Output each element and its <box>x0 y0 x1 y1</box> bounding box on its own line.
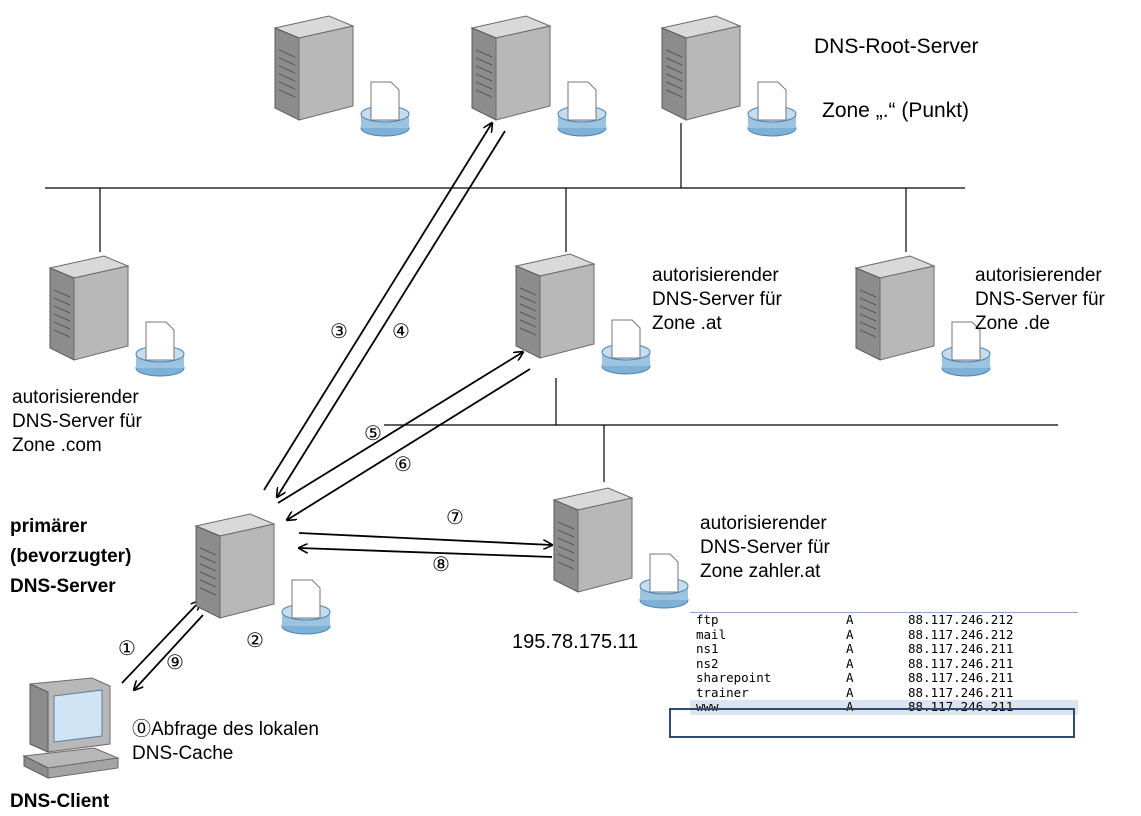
server-with-database-icon <box>552 487 689 609</box>
arrow-step-4 <box>277 130 506 497</box>
dns-record-row: trainer A 88.117.246.211 <box>690 684 1078 701</box>
at-server-label: autorisierender DNS-Server für Zone .at <box>652 265 782 334</box>
record-name: ns1 <box>696 641 719 656</box>
record-ip: 88.117.246.211 <box>908 655 1014 671</box>
step-7-marker: ⑦ <box>446 505 464 529</box>
step-3-marker: ③ <box>330 319 348 343</box>
dns-record-row: ftp A 88.117.246.212 <box>690 612 1078 628</box>
com-server-label: autorisierender DNS-Server für Zone .com <box>12 387 142 456</box>
server-with-database-icon <box>48 255 185 377</box>
server-with-database-icon <box>273 15 410 137</box>
dns-records-table: ftp A 88.117.246.212 mail A 88.117.246.2… <box>690 612 1078 715</box>
step-8-marker: ⑧ <box>432 552 450 576</box>
com-server <box>40 250 190 385</box>
root-server-3 <box>652 10 802 145</box>
record-type: A <box>846 612 854 627</box>
zahler-server-label: autorisierender DNS-Server für Zone zahl… <box>700 513 830 582</box>
arrow-step-5 <box>277 352 523 504</box>
dns-record-row: sharepoint A 88.117.246.211 <box>690 670 1078 686</box>
record-type: A <box>846 641 854 656</box>
record-ip: 88.117.246.211 <box>908 699 1014 714</box>
server-with-database-icon <box>514 253 651 375</box>
arrow-step-3 <box>263 123 492 491</box>
dns-client-label: DNS-Client <box>10 791 110 812</box>
record-name: sharepoint <box>696 670 772 685</box>
arrow-step-6 <box>287 368 531 520</box>
root-server-label: DNS-Root-Server <box>814 35 979 58</box>
primary-dns-server <box>186 508 336 643</box>
record-type: A <box>846 626 854 642</box>
dns-record-row: ns1 A 88.117.246.211 <box>690 641 1078 657</box>
record-ip: 88.117.246.211 <box>908 684 1014 700</box>
record-name: mail <box>696 626 727 642</box>
step-1-marker: ① <box>118 636 136 660</box>
root-zone-label: Zone „.“ (Punkt) <box>822 99 970 122</box>
record-name: ftp <box>696 612 719 627</box>
record-type: A <box>846 670 854 685</box>
record-type: A <box>846 655 854 671</box>
step-4-marker: ④ <box>392 319 410 343</box>
zahler-server-ip: 195.78.175.11 <box>512 631 639 653</box>
root-server-2 <box>462 10 612 145</box>
at-server <box>506 248 656 383</box>
server-with-database-icon <box>854 255 991 377</box>
primary-server-label: primärer (bevorzugter) DNS-Server <box>10 516 132 597</box>
record-ip: 88.117.246.212 <box>908 626 1014 642</box>
cache-query-label: ⓪Abfrage des lokalen DNS-Cache <box>132 719 319 764</box>
dns-record-row: ns2 A 88.117.246.211 <box>690 655 1078 672</box>
record-ip: 88.117.246.211 <box>908 641 1014 656</box>
arrow-step-1 <box>121 601 200 684</box>
arrow-step-8 <box>299 548 553 558</box>
highlight-frame <box>669 708 1075 738</box>
server-with-database-icon <box>194 513 331 635</box>
record-name: www <box>696 699 719 714</box>
record-type: A <box>846 699 854 714</box>
record-ip: 88.117.246.212 <box>908 612 1014 627</box>
server-with-database-icon <box>470 15 607 137</box>
record-name: ns2 <box>696 655 719 671</box>
step-6-marker: ⑥ <box>394 452 412 476</box>
de-server <box>846 250 996 385</box>
arrow-step-9 <box>134 614 204 690</box>
step-2-marker: ② <box>246 628 264 652</box>
step-5-marker: ⑤ <box>364 421 382 445</box>
root-server-1 <box>265 10 415 145</box>
desktop-computer-icon <box>22 677 120 779</box>
record-name: trainer <box>696 684 749 700</box>
arrow-step-7 <box>298 532 552 545</box>
de-server-label: autorisierender DNS-Server für Zone .de <box>975 265 1105 334</box>
zahler-at-server <box>544 482 694 617</box>
record-ip: 88.117.246.211 <box>908 670 1014 685</box>
dns-record-row-highlighted: www A 88.117.246.211 <box>690 699 1078 715</box>
record-type: A <box>846 684 854 700</box>
step-9-marker: ⑨ <box>166 650 184 674</box>
dns-client-computer <box>14 674 124 787</box>
dns-record-row: mail A 88.117.246.212 <box>690 626 1078 643</box>
server-with-database-icon <box>660 15 797 137</box>
